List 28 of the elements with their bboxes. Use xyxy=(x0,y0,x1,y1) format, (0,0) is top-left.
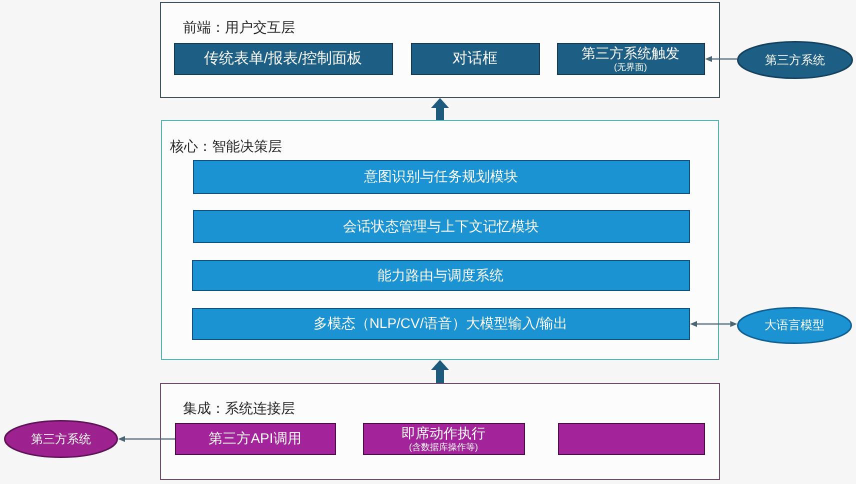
process-box xyxy=(556,42,704,74)
box-note: (含数据库操作等) xyxy=(409,442,478,452)
process-box: 意图识别与任务规划模块 xyxy=(192,160,690,194)
layer-title: 核心：智能决策层 xyxy=(170,138,282,155)
process-box: 多模态（NLP/CV/语音）大模型输入/输出 xyxy=(192,308,690,340)
process-box: 对话框 xyxy=(410,42,540,74)
block-arrow xyxy=(431,360,449,383)
layer-panel xyxy=(160,2,720,98)
process-box xyxy=(558,422,704,454)
process-box: 第三方API调用 xyxy=(174,422,336,454)
system-ellipse: 第三方系统 xyxy=(4,420,118,458)
box-label: 即席动作执行 xyxy=(402,424,486,442)
double-arrow xyxy=(690,321,738,327)
layer-title: 集成：系统连接层 xyxy=(183,400,295,417)
layer-panel xyxy=(161,120,719,360)
layer-panel xyxy=(160,383,720,480)
process-box: 会话状态管理与上下文记忆模块 xyxy=(192,210,690,242)
system-ellipse: 大语言模型 xyxy=(737,307,852,344)
process-box xyxy=(362,422,524,454)
arrow xyxy=(705,56,738,62)
process-box: 能力路由与调度系统 xyxy=(192,260,690,290)
system-ellipse: 第三方系统 xyxy=(737,41,853,79)
process-box: 传统表单/报表/控制面板 xyxy=(174,42,392,74)
arrow xyxy=(118,436,175,442)
box-label: 第三方系统触发 xyxy=(582,44,680,62)
block-arrow xyxy=(431,98,449,120)
layer-title: 前端：用户交互层 xyxy=(183,19,295,36)
box-note: (无界面) xyxy=(614,62,647,72)
